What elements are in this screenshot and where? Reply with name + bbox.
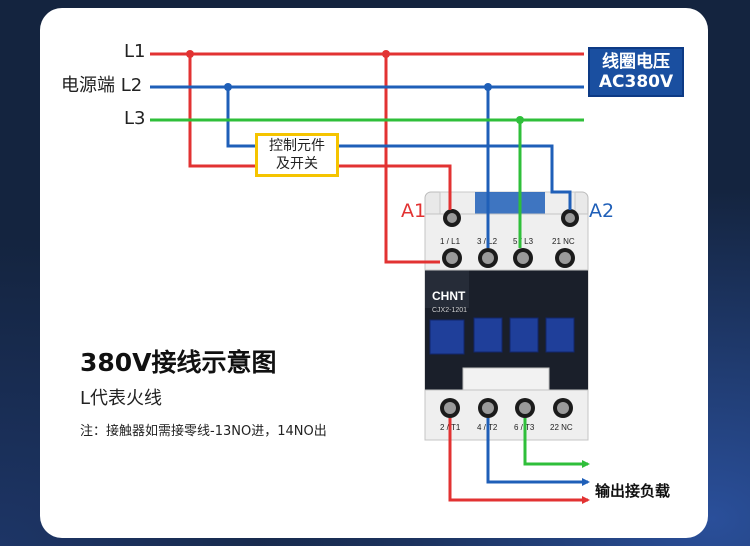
- junction-dot: [516, 116, 524, 124]
- control-element-line1: 控制元件: [269, 138, 325, 154]
- control-to-a1: [338, 164, 452, 210]
- wire-l2: [150, 85, 590, 486]
- terminal-label-1-l1: 1 / L1: [440, 237, 461, 246]
- screw-21-nc: [555, 248, 575, 268]
- bottom-terminal-screws: [440, 398, 573, 418]
- t2-output: [486, 418, 590, 486]
- contactor: [424, 191, 589, 441]
- top-terminal-screws: [442, 209, 579, 268]
- junction-dot: [484, 83, 492, 91]
- control-to-a2: [338, 144, 572, 210]
- t3-output: [523, 418, 590, 468]
- control-element-box: 控制元件 及开关: [255, 133, 339, 177]
- line-label-l2: L2: [120, 75, 143, 96]
- junction-dot: [224, 83, 232, 91]
- l1-to-control: [188, 54, 256, 168]
- terminal-label-21-nc: 21 NC: [552, 237, 575, 246]
- contactor-model: CJX2-1201: [432, 307, 467, 314]
- line-label-l3: L3: [124, 108, 146, 129]
- contactor-brand: CHNT: [432, 289, 466, 303]
- output-load-label: 输出接负载: [595, 482, 671, 500]
- wire-l3: [150, 118, 590, 468]
- screw-22-nc: [553, 398, 573, 418]
- l1-to-terminal-1: [384, 54, 440, 264]
- junction-dot: [382, 50, 390, 58]
- terminal-label-22-nc: 22 NC: [550, 423, 573, 432]
- l2-to-control: [226, 87, 256, 148]
- terminal-label-5-l3: 5 / L3: [513, 237, 534, 246]
- screw-5-l3: [513, 248, 533, 268]
- screw-2-t1: [440, 398, 460, 418]
- coil-voltage-title: 线圈电压: [602, 52, 670, 72]
- caption-note: 注：接触器如需接零线-13NO进，14NO出: [80, 424, 327, 439]
- coil-terminal-a2-label: A2: [589, 200, 615, 222]
- coil-voltage-box: 线圈电压 AC380V: [588, 47, 684, 97]
- line-label-l1: L1: [124, 41, 146, 62]
- wire-l1: [150, 52, 590, 504]
- control-element-line2: 及开关: [276, 156, 318, 172]
- caption-subtitle: L代表火线: [80, 388, 163, 409]
- junction-dot: [186, 50, 194, 58]
- caption-title: 380V接线示意图: [80, 348, 277, 377]
- source-label: 电源端: [61, 75, 115, 96]
- coil-terminal-a1-label: A1: [401, 200, 427, 222]
- source-terminal-label: 电源端 L2: [61, 77, 142, 95]
- screw-1-l1: [442, 248, 462, 268]
- screw-6-t3: [515, 398, 535, 418]
- screw-4-t2: [478, 398, 498, 418]
- coil-voltage-value: AC380V: [598, 72, 674, 92]
- screw-3-l2: [478, 248, 498, 268]
- screw-a2: [561, 209, 579, 227]
- screw-a1: [443, 209, 461, 227]
- t1-output: [448, 418, 590, 504]
